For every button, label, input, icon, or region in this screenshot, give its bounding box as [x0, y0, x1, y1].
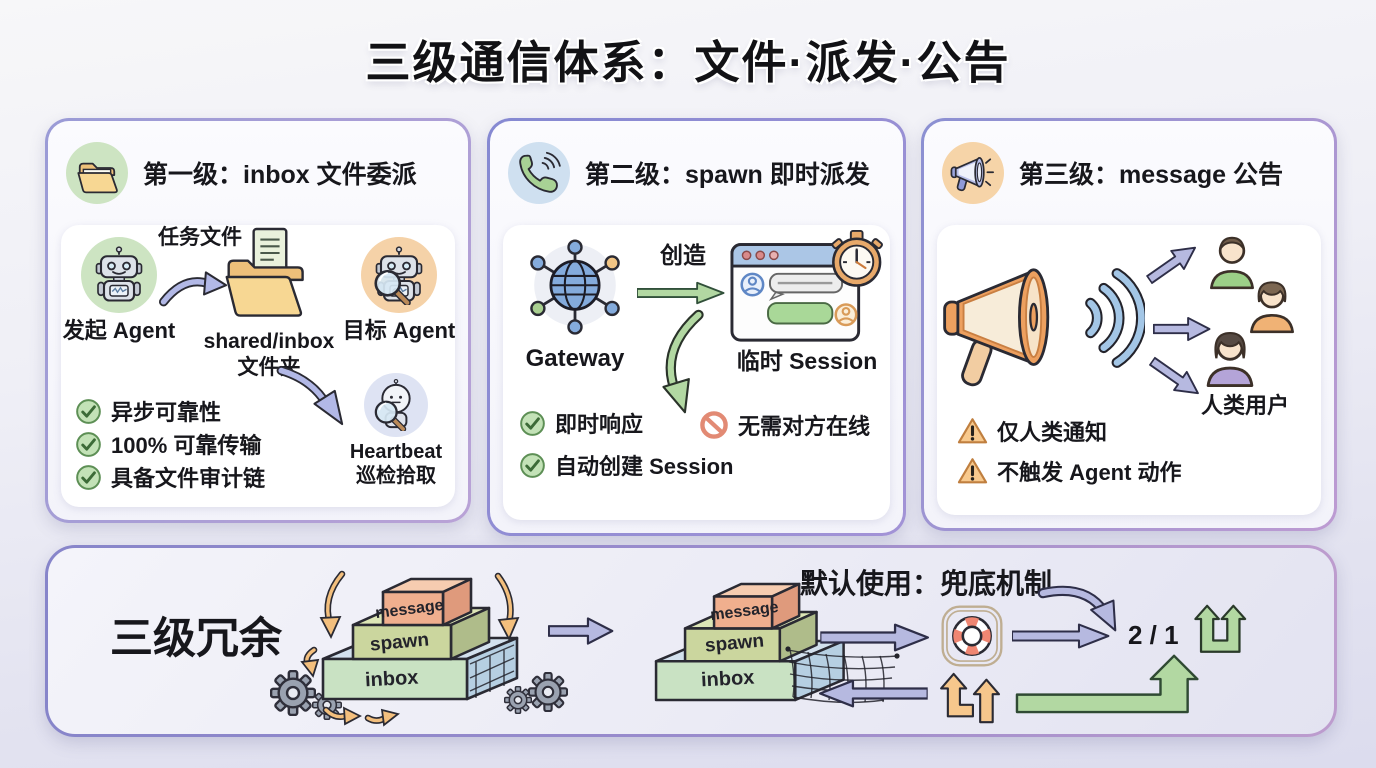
check-icon: [75, 464, 102, 491]
megaphone-icon: [942, 142, 1004, 204]
default-mechanism-label: 默认使用：兜底机制: [800, 568, 1053, 599]
users-label: 人类用户: [1200, 393, 1289, 418]
card3-title: 第三级：message 公告: [1019, 161, 1283, 189]
warning-icon: [957, 417, 988, 445]
prohibited-item: 无需对方在线: [699, 409, 870, 441]
robot-icon: [81, 237, 157, 313]
purple-arrow-left-icon: [818, 678, 928, 714]
net-texture: [469, 644, 515, 698]
user-woman-orange-icon: [1239, 271, 1305, 342]
folder-document-icon: [221, 227, 317, 332]
purple-arrow-icon: [1141, 235, 1207, 295]
svg-text:inbox: inbox: [364, 667, 418, 692]
user-man-icon: [1199, 227, 1265, 298]
user-woman-purple-icon: [1195, 321, 1265, 396]
checklist-item: 具备文件审计链: [75, 461, 265, 493]
session-window-icon: [730, 229, 883, 342]
prohibited-icon: [699, 410, 729, 440]
net-texture: [785, 646, 900, 704]
svg-text:spawn: spawn: [369, 629, 430, 655]
card3-header: 第三级：message 公告: [924, 121, 1334, 225]
card-level1-inbox: 第一级：inbox 文件委派 发起 Agent 任务文件: [45, 118, 471, 523]
life-buoy-icon: [940, 604, 1004, 673]
card1-header: 第一级：inbox 文件委派: [48, 121, 468, 225]
purple-curved-arrow-icon: [1036, 582, 1124, 639]
checklist-item: 异步可靠性: [75, 395, 221, 427]
megaphone-large-icon: [941, 249, 1077, 396]
stack-with-net-icon: message spawn inbox: [600, 556, 910, 731]
check-icon: [75, 398, 102, 425]
source-agent-label: 发起 Agent: [62, 318, 176, 343]
green-bent-arrow-icon: [1012, 650, 1212, 719]
create-arrow-label: 创造: [660, 242, 706, 268]
purple-arrow-icon: [820, 622, 930, 658]
redundancy-label: 三级冗余: [110, 615, 282, 663]
warning-item: 不触发 Agent 动作: [957, 455, 1182, 487]
page-title: 三级通信体系：文件·派发·公告: [365, 37, 1011, 88]
warning-item: 仅人类通知: [957, 415, 1107, 447]
curved-arrow-icon: [156, 265, 230, 316]
checklist-item: 自动创建 Session: [519, 449, 733, 481]
uturn-arrow-icon: [1194, 604, 1254, 667]
card2-header: 第二级：spawn 即时派发: [490, 121, 903, 225]
target-agent-figure: 目标 Agent: [343, 237, 455, 345]
sound-waves-icon: [1079, 253, 1147, 388]
check-icon: [519, 410, 546, 437]
ratio-label: 2 / 1: [1128, 620, 1179, 650]
phone-icon: [508, 142, 570, 204]
gateway-icon: [530, 239, 620, 335]
green-curved-arrow-icon: [651, 309, 713, 426]
stack-with-gears-icon: message spawn inbox: [260, 552, 570, 733]
bottom-panel-redundancy: 三级冗余: [45, 545, 1337, 737]
task-file-label: 任务文件: [158, 226, 242, 249]
orange-double-arrow-icon: [940, 672, 1002, 731]
gear-icon: [504, 686, 532, 714]
card-level2-spawn: 第二级：spawn 即时派发: [487, 118, 906, 536]
card3-panel: 人类用户 仅人类通知 不触发 Agent 动作: [937, 225, 1321, 515]
card-level3-message: 第三级：message 公告: [921, 118, 1337, 531]
magnifier-robot-icon: [361, 237, 437, 313]
card2-title: 第二级：spawn 即时派发: [585, 161, 870, 189]
check-icon: [75, 431, 102, 458]
checklist-item: 即时响应: [519, 407, 643, 439]
heartbeat-label: Heartbeat 巡检拾取: [349, 441, 443, 488]
source-agent-figure: 发起 Agent: [63, 237, 175, 345]
card1-title: 第一级：inbox 文件委派: [143, 161, 417, 189]
gear-icon: [270, 670, 316, 716]
folder-icon: [66, 142, 128, 204]
curved-arrow-down-icon: [269, 365, 359, 442]
check-icon: [519, 452, 546, 479]
warning-icon: [957, 457, 988, 485]
session-label: 临时 Session: [736, 348, 878, 374]
target-agent-label: 目标 Agent: [342, 318, 456, 343]
session-figure: 临时 Session: [729, 229, 885, 375]
gear-icon: [528, 672, 568, 712]
gateway-label: Gateway: [525, 345, 625, 372]
card1-panel: 发起 Agent 任务文件: [61, 225, 455, 507]
stopwatch-icon: [831, 229, 883, 287]
heartbeat-robot-icon: [364, 373, 428, 437]
heartbeat-figure: Heartbeat 巡检拾取: [343, 373, 449, 489]
svg-text:inbox: inbox: [700, 667, 754, 692]
card2-panel: Gateway 创造: [503, 225, 890, 520]
gateway-figure: Gateway: [517, 237, 633, 373]
svg-text:spawn: spawn: [704, 630, 765, 656]
checklist-item: 100% 可靠传输: [75, 428, 261, 460]
